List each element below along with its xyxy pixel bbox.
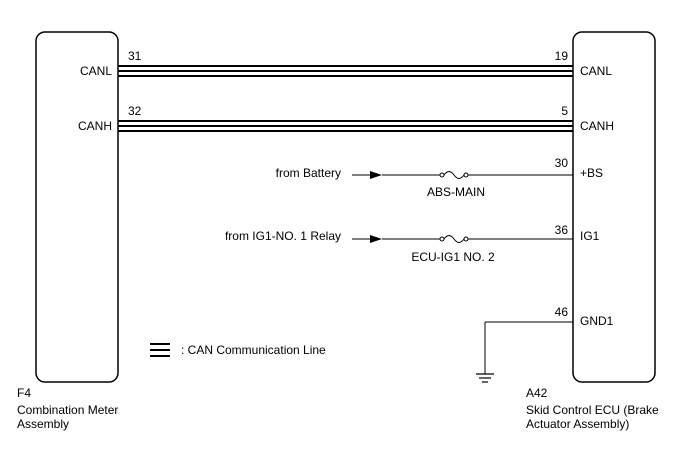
can-line-legend-label: : CAN Communication Line <box>181 343 326 357</box>
right-bs-signal: +BS <box>580 166 603 180</box>
ecu-ig1-fuse-label: ECU-IG1 NO. 2 <box>411 250 495 264</box>
ig1-arrow-icon <box>370 235 382 243</box>
skid-control-ecu-box <box>572 31 656 383</box>
right-canh-signal: CANH <box>580 119 614 133</box>
left-canl-signal: CANL <box>80 64 112 78</box>
right-gnd1-signal: GND1 <box>580 314 614 328</box>
right-canh-pin: 5 <box>561 104 568 118</box>
right-component-name-line2: Actuator Assembly) <box>526 417 629 431</box>
ecu-ig1-fuse-icon <box>439 235 469 243</box>
right-component-name-line1: Skid Control ECU (Brake <box>526 403 659 417</box>
battery-arrow-icon <box>370 171 382 179</box>
can-line-legend-icon <box>150 343 170 357</box>
right-bs-pin: 30 <box>555 156 569 170</box>
left-canl-pin: 31 <box>128 49 142 63</box>
left-component-code: F4 <box>17 386 31 400</box>
left-component-name-line1: Combination Meter <box>17 403 118 417</box>
battery-source-label: from Battery <box>276 166 341 180</box>
left-canh-pin: 32 <box>128 104 142 118</box>
canl-bus-line <box>118 65 573 77</box>
ground-icon <box>476 373 494 383</box>
right-ig1-pin: 36 <box>555 223 569 237</box>
right-canl-pin: 19 <box>555 49 569 63</box>
right-canl-signal: CANL <box>580 64 612 78</box>
abs-main-fuse-label: ABS-MAIN <box>427 185 485 199</box>
right-ig1-signal: IG1 <box>580 229 600 243</box>
left-canh-signal: CANH <box>78 119 112 133</box>
right-gnd1-pin: 46 <box>555 305 569 319</box>
right-component-code: A42 <box>526 386 548 400</box>
canh-bus-line <box>118 120 573 132</box>
combination-meter-box <box>35 31 119 383</box>
left-component-name-line2: Assembly <box>17 417 69 431</box>
abs-main-fuse-icon <box>439 171 469 179</box>
ground-wire <box>484 321 573 374</box>
ig1-relay-source-label: from IG1-NO. 1 Relay <box>225 229 341 243</box>
